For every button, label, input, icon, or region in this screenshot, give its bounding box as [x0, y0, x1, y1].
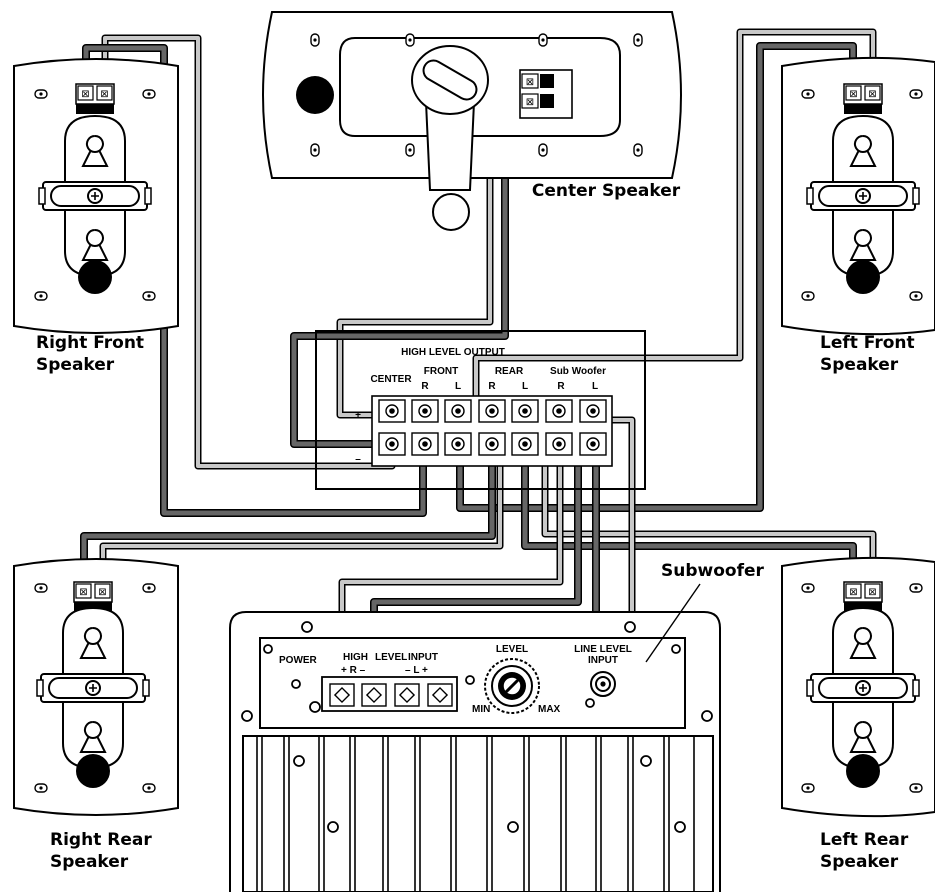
power-label: POWER — [279, 655, 318, 666]
center-speaker: ⊠ ⊠ Center Speaker — [262, 11, 682, 231]
svg-text:⊠: ⊠ — [526, 77, 534, 88]
right-front-speaker-port — [78, 260, 112, 294]
subwoofer-unit: POWER HIGH LEVEL INPUT + R – – L + LEVEL… — [229, 561, 765, 892]
front-channel-label: FRONT — [424, 366, 458, 377]
plus-row-label: + — [355, 410, 361, 421]
front-l-label: L — [455, 381, 461, 392]
line-level-label: LINE LEVEL — [574, 644, 632, 655]
input-label: INPUT — [408, 652, 438, 663]
line-level-input-jack[interactable] — [590, 671, 616, 697]
right-front-label-line1: Right Front — [36, 333, 144, 353]
sub-r-label: R — [557, 381, 565, 392]
max-label: MAX — [538, 704, 561, 715]
rear-r-label: R — [488, 381, 496, 392]
high-level-output-panel: HIGH LEVEL OUTPUT CENTER FRONT R L REAR … — [315, 330, 646, 490]
left-front-speaker-port — [846, 260, 880, 294]
sub-woofer-channel-label: Sub Woofer — [550, 366, 606, 377]
left-rear-label-line1: Left Rear — [820, 830, 909, 850]
line-level-input-label: INPUT — [588, 655, 618, 666]
rear-channel-label: REAR — [495, 366, 524, 377]
center-speaker-label: Center Speaker — [532, 181, 681, 201]
level-label: LEVEL — [375, 652, 407, 663]
center-speaker-port — [296, 76, 334, 114]
heat-sink — [256, 736, 695, 892]
center-channel-label: CENTER — [370, 374, 412, 385]
rear-l-label: L — [522, 381, 528, 392]
left-rear-speaker-port — [846, 754, 880, 788]
level-knob-label: LEVEL — [496, 644, 528, 655]
right-rear-label-line2: Speaker — [50, 852, 129, 872]
left-rear-label-line2: Speaker — [820, 852, 899, 872]
svg-text:⊠: ⊠ — [526, 97, 534, 108]
front-r-label: R — [421, 381, 429, 392]
sub-high-level-terminals — [329, 683, 453, 707]
subwoofer-label: Subwoofer — [661, 561, 765, 581]
left-front-speaker: Left Front Speaker — [781, 56, 935, 375]
right-rear-label-line1: Right Rear — [50, 830, 152, 850]
high-label: HIGH — [343, 652, 368, 663]
level-knob[interactable] — [484, 658, 540, 714]
high-level-output-title: HIGH LEVEL OUTPUT — [401, 347, 505, 358]
polarity-r-label: + R – — [341, 665, 366, 676]
right-rear-speaker: Right Rear Speaker — [13, 558, 179, 872]
sub-l-label: L — [592, 381, 598, 392]
min-label: MIN — [472, 704, 490, 715]
minus-row-label: – — [355, 454, 361, 465]
right-front-speaker: Right Front Speaker — [13, 58, 179, 375]
left-rear-speaker: Left Rear Speaker — [781, 556, 935, 872]
left-front-label-line2: Speaker — [820, 355, 899, 375]
left-front-label-line1: Left Front — [820, 333, 915, 353]
right-rear-speaker-port — [76, 754, 110, 788]
polarity-l-label: – L + — [405, 665, 428, 676]
right-front-label-line2: Speaker — [36, 355, 115, 375]
